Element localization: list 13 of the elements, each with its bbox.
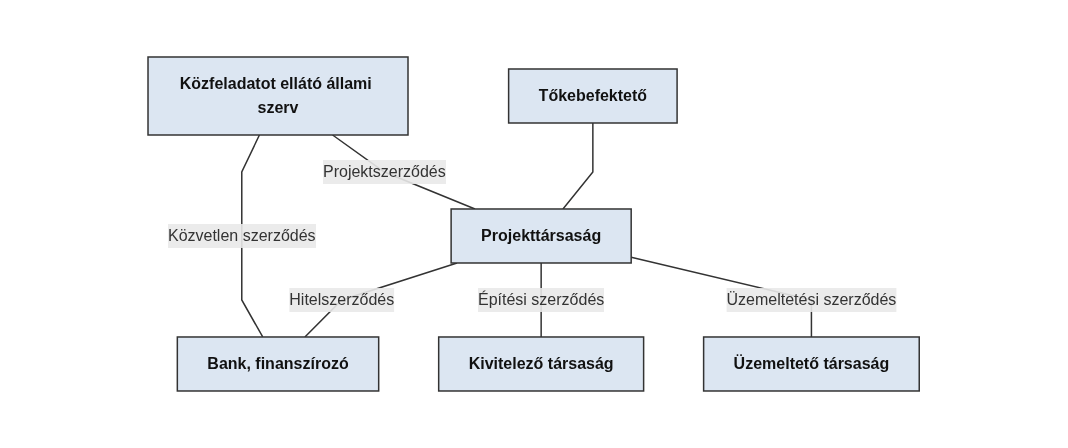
edge-label: Hitelszerződés (289, 290, 395, 308)
node-box: Közfeladatot ellátó állami szerv (147, 56, 410, 136)
connector (562, 122, 594, 210)
node-box: Bank, finanszírozó (176, 336, 380, 392)
edge-label: Üzemeltetési szerződés (726, 290, 897, 308)
edge-label: Projektszerződés (323, 162, 447, 180)
node-box: Üzemeltető társaság (703, 336, 921, 392)
edge-label: Közvetlen szerződés (168, 226, 316, 244)
node-box: Projekttársaság (450, 208, 633, 264)
edge-label: Építési szerződés (478, 290, 605, 308)
connector (241, 134, 264, 338)
node-box: Kivitelező társaság (438, 336, 645, 392)
node-box: Tőkebefektető (508, 68, 679, 124)
